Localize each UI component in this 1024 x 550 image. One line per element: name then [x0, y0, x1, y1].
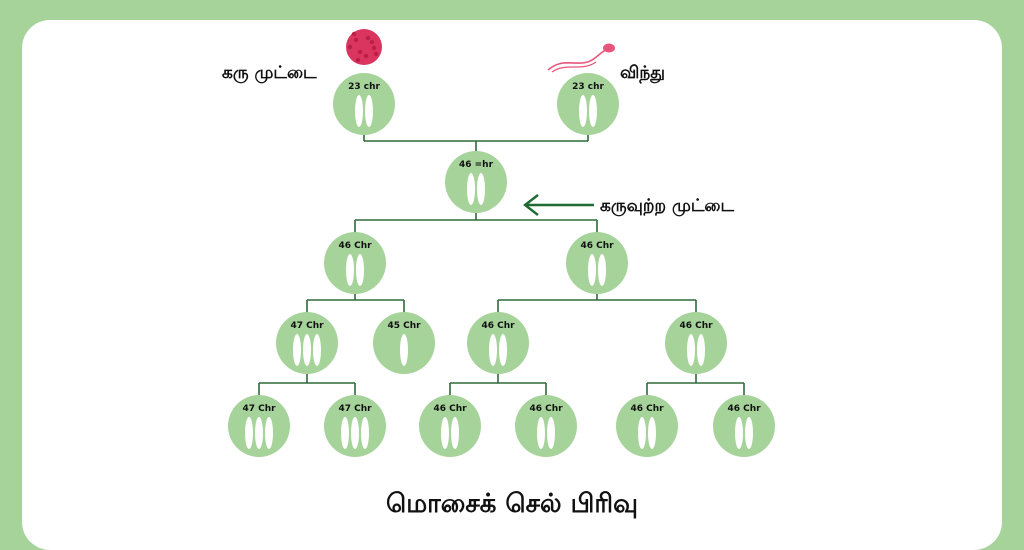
- chromosome-count-label: 46 Chr: [727, 404, 761, 414]
- egg-label: கரு முட்டை: [222, 63, 317, 83]
- chromosome: [477, 173, 485, 205]
- chromosome: [687, 334, 695, 366]
- chromosome: [735, 417, 743, 449]
- chromosome: [245, 417, 253, 449]
- diagram-panel: [22, 20, 1002, 550]
- chromosome-count-label: 23 chr: [572, 82, 604, 92]
- chromosome-count-label: 47 Chr: [242, 404, 276, 414]
- chromosome: [365, 95, 373, 127]
- cell-circle: [713, 395, 775, 457]
- arrow-left-icon: [523, 194, 594, 216]
- cell-l4-d: 46 Chr: [515, 395, 577, 457]
- chromosome-count-label: 46 Chr: [338, 241, 372, 251]
- chromosome: [697, 334, 705, 366]
- chromosome: [745, 417, 753, 449]
- chromosome: [638, 417, 646, 449]
- chromosome: [341, 417, 349, 449]
- chromosome-count-label: 46 Chr: [433, 404, 467, 414]
- chromosome-count-label: 47 Chr: [290, 321, 324, 331]
- cell-circle: [467, 312, 529, 374]
- chromosome: [355, 95, 363, 127]
- chromosome: [537, 417, 545, 449]
- chromosome: [598, 254, 606, 286]
- chromosome: [547, 417, 555, 449]
- cell-l4-c: 46 Chr: [419, 395, 481, 457]
- cell-circle: [419, 395, 481, 457]
- egg-texture-dot: [371, 45, 377, 51]
- cell-l2-left: 46 Chr: [324, 232, 386, 294]
- chromosome: [351, 417, 359, 449]
- egg-texture-dot: [355, 57, 361, 63]
- cell-l3-d: 46 Chr: [665, 312, 727, 374]
- cell-l3-b: 45 Chr: [373, 312, 435, 374]
- cell-circle: [515, 395, 577, 457]
- cell-sperm-cell: 23 chr: [557, 73, 619, 135]
- egg-cell-icon: [346, 29, 382, 65]
- chromosome-count-label: 45 Chr: [387, 321, 421, 331]
- chromosome-count-label: 23 chr: [348, 82, 380, 92]
- cell-l3-a: 47 Chr: [276, 312, 338, 374]
- egg-texture-dot: [363, 53, 369, 59]
- chromosome-count-label: 46 Chr: [529, 404, 563, 414]
- cell-circle: [616, 395, 678, 457]
- chromosome-count-label: 46 Chr: [580, 241, 614, 251]
- cell-l2-right: 46 Chr: [566, 232, 628, 294]
- chromosome: [489, 334, 497, 366]
- mosaic-division-diagram: 23 chr 23 chr 46 =hr 46 Chr 46 Chr 47 Chr 45 C…: [222, 29, 775, 519]
- cell-circle: [566, 232, 628, 294]
- cell-circle: [557, 73, 619, 135]
- cell-l4-e: 46 Chr: [616, 395, 678, 457]
- chromosome: [589, 95, 597, 127]
- chromosome: [588, 254, 596, 286]
- chromosome: [451, 417, 459, 449]
- egg-texture-dot: [351, 31, 357, 37]
- cell-l3-c: 46 Chr: [467, 312, 529, 374]
- chromosome: [346, 254, 354, 286]
- chromosome: [579, 95, 587, 127]
- chromosome: [648, 417, 656, 449]
- zygote-label: கருவுற்ற முட்டை: [600, 196, 734, 216]
- chromosome: [400, 334, 408, 366]
- sperm-label: விந்து: [620, 63, 665, 83]
- egg-texture-dot: [373, 51, 379, 57]
- cell-zygote: 46 =hr: [445, 151, 507, 213]
- chromosome: [293, 334, 301, 366]
- chromosome: [361, 417, 369, 449]
- chromosome: [441, 417, 449, 449]
- cell-l4-a: 47 Chr: [228, 395, 290, 457]
- cell-circle: [324, 232, 386, 294]
- chromosome-count-label: 46 =hr: [459, 160, 494, 170]
- cells: 23 chr 23 chr 46 =hr 46 Chr 46 Chr 47 Chr 45 C…: [228, 73, 775, 457]
- egg-texture-dot: [365, 35, 371, 41]
- egg-texture-dot: [369, 39, 375, 45]
- cell-l4-f: 46 Chr: [713, 395, 775, 457]
- egg-texture-dot: [357, 49, 363, 55]
- diagram-title: மொசைக் செல் பிரிவு: [386, 489, 638, 519]
- chromosome-count-label: 46 Chr: [679, 321, 713, 331]
- cell-egg-cell: 23 chr: [333, 73, 395, 135]
- cell-l4-b: 47 Chr: [324, 395, 386, 457]
- cell-circle: [333, 73, 395, 135]
- chromosome-count-label: 46 Chr: [630, 404, 664, 414]
- chromosome-count-label: 46 Chr: [481, 321, 515, 331]
- connector-lines: [258, 135, 745, 395]
- chromosome: [499, 334, 507, 366]
- chromosome: [313, 334, 321, 366]
- sperm-icon: [547, 43, 615, 73]
- chromosome: [255, 417, 263, 449]
- egg-texture-dot: [347, 44, 353, 50]
- chromosome: [356, 254, 364, 286]
- chromosome: [303, 334, 311, 366]
- chromosome: [467, 173, 475, 205]
- chromosome: [265, 417, 273, 449]
- cell-circle: [665, 312, 727, 374]
- chromosome-count-label: 47 Chr: [338, 404, 372, 414]
- egg-texture-dot: [353, 37, 359, 43]
- cell-circle: [445, 151, 507, 213]
